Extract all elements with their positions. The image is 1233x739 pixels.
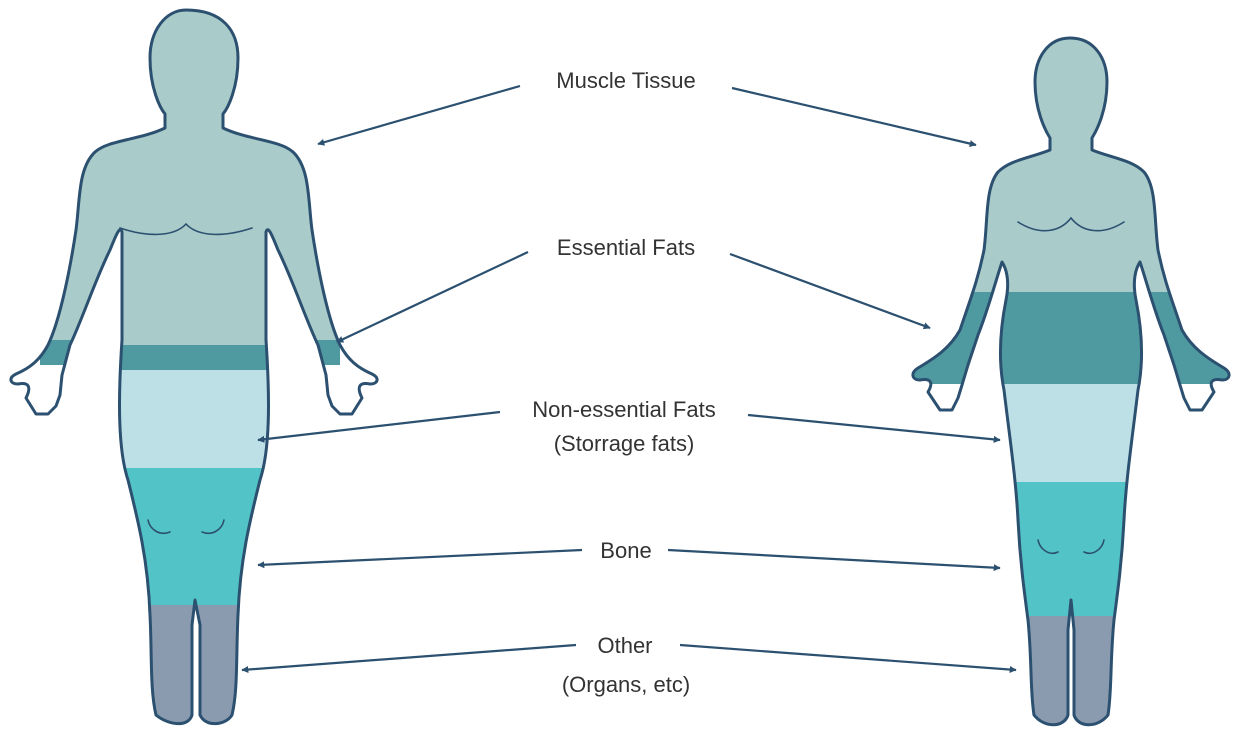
female-other-region (990, 616, 1150, 734)
nonessential-arrow-right (748, 415, 1000, 440)
bone-arrow-left (258, 550, 582, 565)
female-figure (900, 0, 1233, 734)
female-essential-fat-region (900, 292, 1233, 384)
storage-fats-label: (Storrage fats) (494, 429, 754, 459)
male-nonessential-fat-region (110, 370, 280, 468)
other-label: Other (570, 631, 680, 661)
muscle-arrow-right (732, 88, 976, 145)
other-arrow-right (680, 645, 1016, 670)
bone-arrow-right (668, 550, 1000, 568)
organs-label: (Organs, etc) (520, 670, 732, 700)
non-essential-fats-label: Non-essential Fats (494, 395, 754, 425)
male-left-wrist-band (40, 340, 80, 365)
bone-label: Bone (576, 536, 676, 566)
essential-arrow-left (337, 252, 528, 342)
male-bone-region (110, 468, 280, 605)
male-muscle-region (0, 0, 400, 345)
female-muscle-region (900, 0, 1233, 292)
other-arrow-left (242, 645, 576, 670)
male-figure (0, 0, 400, 734)
nonessential-arrow-left (258, 412, 500, 440)
male-essential-fat-band (110, 345, 280, 370)
essential-fats-label: Essential Fats (520, 233, 732, 263)
essential-arrow-right (730, 254, 930, 328)
arrows (242, 86, 1016, 670)
muscle-tissue-label: Muscle Tissue (520, 66, 732, 96)
muscle-arrow-left (318, 86, 520, 144)
